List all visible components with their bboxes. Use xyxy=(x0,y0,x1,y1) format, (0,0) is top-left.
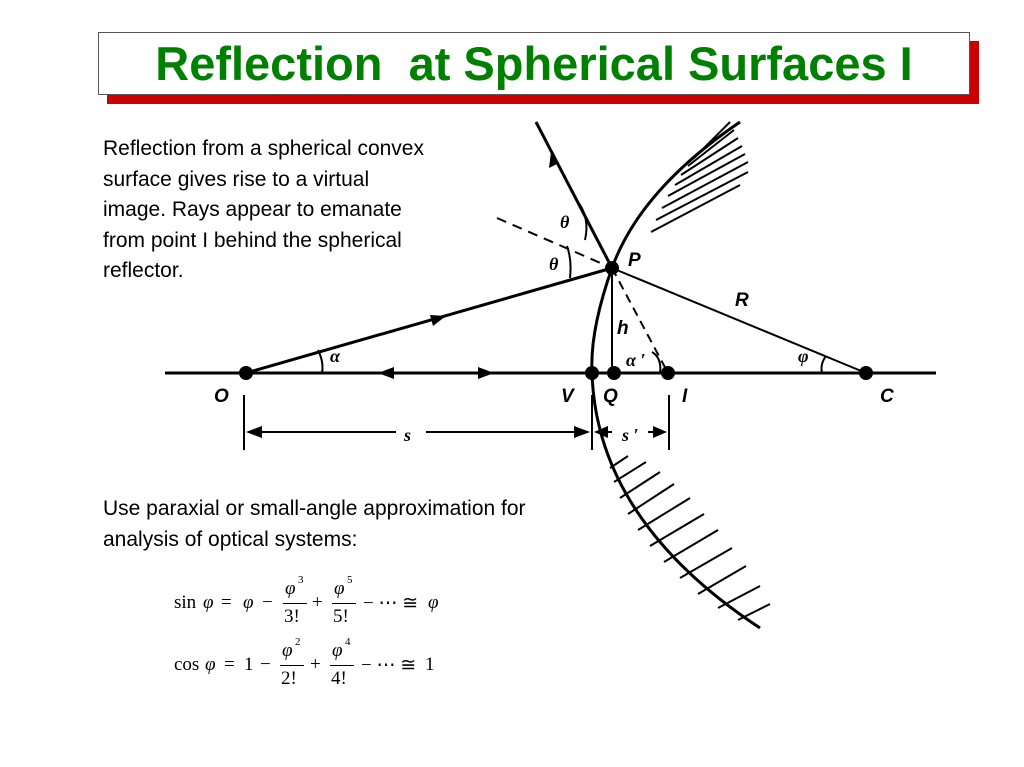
label-theta-lower: θ xyxy=(549,254,559,274)
reflected-ray xyxy=(534,121,614,269)
s-prime-dim-arrow-right xyxy=(653,426,667,438)
label-R: R xyxy=(735,290,749,311)
s-dim-arrow-right xyxy=(574,426,590,438)
sin-den2: 5! xyxy=(333,606,349,627)
point-C-dot xyxy=(859,366,873,380)
sin-minus: − xyxy=(262,592,273,613)
cos-frac-bar1 xyxy=(280,665,304,666)
cos-exp1: 2 xyxy=(295,636,301,648)
label-h: h xyxy=(617,318,629,339)
sin-fn: sin xyxy=(174,592,197,613)
cos-frac-bar2 xyxy=(330,665,354,666)
sin-num1: φ xyxy=(285,578,296,599)
point-O-dot xyxy=(239,366,253,380)
cos-plus: + xyxy=(310,654,321,675)
mirror-hatching-upper xyxy=(650,121,749,233)
cos-den2: 4! xyxy=(331,668,347,689)
normal-dashed-line xyxy=(496,217,613,269)
slide-title: Reflection at Spherical Surfaces I xyxy=(155,37,913,90)
description-paragraph: Reflection from a spherical convex surfa… xyxy=(103,137,424,282)
label-O: O xyxy=(214,386,229,407)
title-box: Reflection at Spherical Surfaces I xyxy=(98,32,970,95)
cos-minus: − xyxy=(260,654,271,675)
label-alpha: α xyxy=(330,346,341,366)
sin-eq-sign: = xyxy=(221,592,232,613)
label-P: P xyxy=(628,250,641,271)
point-I-dot xyxy=(661,366,675,380)
alpha-arc xyxy=(317,349,324,374)
label-Q: Q xyxy=(603,386,618,407)
s-prime-dim-arrow-left xyxy=(594,426,608,438)
sin-term1: φ xyxy=(243,592,254,613)
reflected-ray-arrow xyxy=(549,152,559,168)
cos-term1: 1 xyxy=(244,654,254,675)
label-s: s xyxy=(403,425,411,445)
theta-arc-lower xyxy=(566,245,572,279)
sin-num2: φ xyxy=(334,578,345,599)
theta-arc-upper xyxy=(577,201,588,241)
sin-frac-bar2 xyxy=(332,603,356,604)
sin-exp2: 5 xyxy=(347,574,353,586)
label-I: I xyxy=(682,386,688,407)
incident-ray xyxy=(245,266,613,375)
sin-var: φ xyxy=(203,592,214,613)
label-theta-upper: θ xyxy=(560,212,570,232)
point-P-dot xyxy=(605,261,619,275)
label-V: V xyxy=(561,386,575,407)
label-s-prime: s ′ xyxy=(621,425,639,445)
cos-eq-sign: = xyxy=(224,654,235,675)
radius-line xyxy=(611,267,867,374)
phi-arc xyxy=(820,355,827,374)
sin-den1: 3! xyxy=(284,606,300,627)
cos-den1: 2! xyxy=(281,668,297,689)
axis-arrow-right xyxy=(478,367,494,379)
cos-exp2: 4 xyxy=(345,636,351,648)
sin-plus: + xyxy=(312,592,323,613)
axis-arrow-left xyxy=(378,367,394,379)
mirror-hatching-lower xyxy=(609,455,771,621)
sin-exp1: 3 xyxy=(298,574,304,586)
incident-ray-arrow xyxy=(430,315,446,326)
label-phi: φ xyxy=(798,346,809,366)
cos-result: 1 xyxy=(425,654,435,675)
point-Q-dot xyxy=(607,366,621,380)
cos-var: φ xyxy=(205,654,216,675)
s-dim-arrow-left xyxy=(246,426,262,438)
virtual-ray-dashed xyxy=(611,267,669,374)
mirror-upper-arc xyxy=(610,120,741,269)
approximation-paragraph: Use paraxial or small-angle approximatio… xyxy=(103,497,526,551)
cos-fn: cos xyxy=(174,654,200,675)
alpha-prime-arc xyxy=(651,351,662,374)
cos-num2: φ xyxy=(332,640,343,661)
cos-tail: − ⋯ ≅ xyxy=(361,655,417,676)
cos-num1: φ xyxy=(282,640,293,661)
sin-tail: − ⋯ ≅ xyxy=(363,593,419,614)
label-alpha-prime: α ′ xyxy=(626,350,646,370)
label-C: C xyxy=(880,386,894,407)
point-V-dot xyxy=(585,366,599,380)
sin-frac-bar1 xyxy=(283,603,307,604)
sin-result: φ xyxy=(428,592,439,613)
